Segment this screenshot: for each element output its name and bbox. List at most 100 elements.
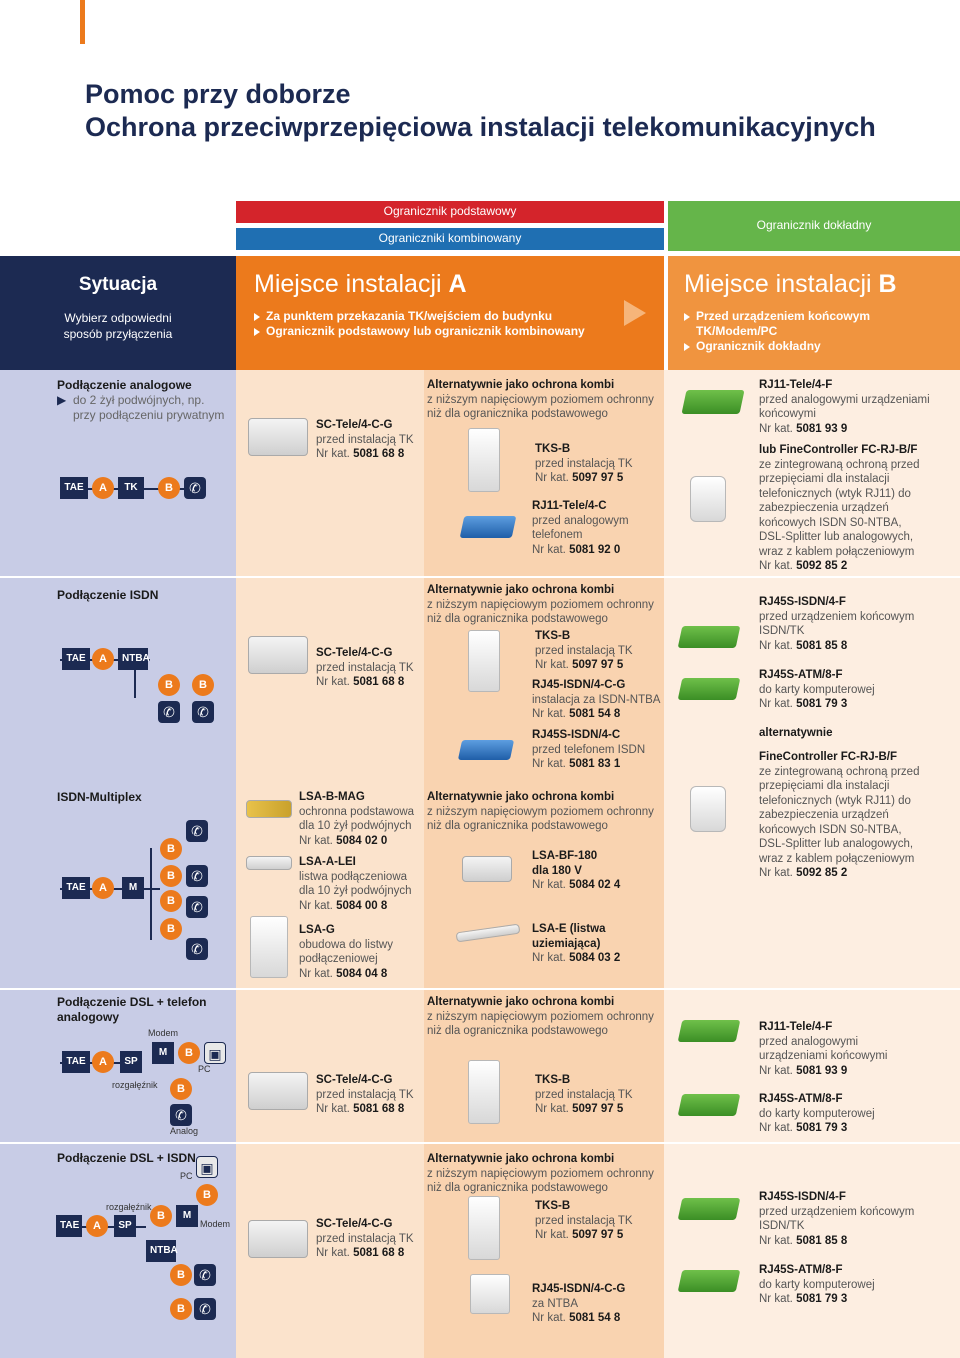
tae-box: TAE bbox=[62, 648, 90, 670]
sc-tele-image bbox=[248, 1072, 308, 1110]
node-b: B bbox=[170, 1298, 192, 1320]
phone-icon: ✆ bbox=[186, 820, 208, 842]
place-a-header: Miejsce instalacji A Za punktem przekaza… bbox=[236, 256, 664, 370]
node-b: B bbox=[160, 865, 182, 887]
rj11-f-image bbox=[677, 1020, 741, 1042]
row-dsl-isdn: Podłączenie DSL + ISDN TAE A SP rozgałęź… bbox=[0, 1144, 960, 1358]
analog-label: Analog bbox=[170, 1126, 199, 1136]
label-combined: Ograniczniki kombinowany bbox=[236, 228, 664, 250]
lsa-bf-image bbox=[462, 856, 512, 882]
accent-bar bbox=[80, 0, 85, 44]
phone-icon: ✆ bbox=[186, 865, 208, 887]
phone-icon: ✆ bbox=[186, 896, 208, 918]
finecontroller-image bbox=[690, 786, 726, 832]
sc-tele-image bbox=[248, 418, 308, 456]
rj45s-atm-image bbox=[677, 678, 741, 700]
phone-icon: ✆ bbox=[170, 1104, 192, 1126]
splitter-label: rozgałęźnik bbox=[106, 1202, 152, 1212]
pc-label: PC bbox=[180, 1171, 193, 1181]
rj45s-atm-image bbox=[677, 1270, 741, 1292]
ntba-box: NTBA bbox=[118, 648, 150, 670]
ntba-box: NTBA bbox=[146, 1240, 178, 1262]
node-b: B bbox=[196, 1184, 218, 1206]
phone-icon: ✆ bbox=[194, 1298, 216, 1320]
pc-label: PC bbox=[198, 1064, 211, 1074]
arrow-icon bbox=[624, 300, 646, 326]
row-analog: Podłączenie analogowe ▶do 2 żył podwójny… bbox=[0, 370, 960, 576]
node-b: B bbox=[170, 1078, 192, 1100]
node-b: B bbox=[160, 838, 182, 860]
row-title: Podłączenie ISDN bbox=[57, 588, 159, 602]
rj45s-f-image bbox=[677, 1198, 741, 1220]
modem-label: Modem bbox=[200, 1219, 231, 1229]
phone-icon: ✆ bbox=[194, 1264, 216, 1286]
place-b-header: Miejsce instalacji B Przed urządzeniem k… bbox=[668, 256, 960, 370]
place-b-bullet-1: Przed urządzeniem końcowym TK/Modem/PC bbox=[682, 309, 882, 339]
situation-header: Sytuacja Wybierz odpowiedni sposób przył… bbox=[0, 256, 236, 370]
tae-box: TAE bbox=[56, 1215, 82, 1237]
node-a: A bbox=[86, 1215, 108, 1237]
sp-box: SP bbox=[114, 1215, 136, 1237]
row-title: Podłączenie analogowe ▶do 2 żył podwójny… bbox=[57, 378, 225, 422]
node-a: A bbox=[92, 1051, 114, 1073]
sc-tele-image bbox=[248, 636, 308, 674]
rj45-isdn-image bbox=[470, 1274, 510, 1314]
tks-b-image bbox=[468, 428, 500, 492]
node-b: B bbox=[150, 1205, 172, 1227]
place-a-bullet-1: Za punktem przekazania TK/wejściem do bu… bbox=[252, 309, 664, 324]
row-multiplex: ISDN-Multiplex TAE A M B B B B ✆ ✆ ✆ ✆ L… bbox=[0, 751, 960, 990]
tk-box: TK bbox=[118, 477, 144, 499]
rj11-f-image bbox=[681, 390, 745, 414]
node-b: B bbox=[178, 1042, 200, 1064]
modem-label: Modem bbox=[148, 1028, 179, 1038]
place-a-bullet-2: Ogranicznik podstawowy lub ogranicznik k… bbox=[252, 324, 664, 339]
phone-icon: ✆ bbox=[186, 938, 208, 960]
row-isdn: Podłączenie ISDN TAE A NTBA B B ✆ ✆ SC-T… bbox=[0, 578, 960, 780]
tae-box: TAE bbox=[62, 877, 90, 899]
place-b-bullet-2: Ogranicznik dokładny bbox=[682, 339, 882, 354]
phone-icon: ✆ bbox=[158, 701, 180, 723]
node-a: A bbox=[92, 648, 114, 670]
place-a-title: Miejsce instalacji A bbox=[254, 270, 467, 298]
tks-b-image bbox=[468, 1060, 500, 1124]
m-box: M bbox=[176, 1205, 198, 1227]
row-title: ISDN-Multiplex bbox=[57, 790, 142, 804]
situation-sub: Wybierz odpowiedni sposób przyłączenia bbox=[63, 311, 173, 341]
lsa-g-image bbox=[250, 916, 288, 978]
alt-label: alternatywnie bbox=[759, 727, 833, 739]
m-box: M bbox=[122, 877, 144, 899]
rj45s-f-image bbox=[677, 626, 741, 648]
node-b: B bbox=[158, 477, 180, 499]
node-b: B bbox=[160, 918, 182, 940]
lsa-b-mag-image bbox=[246, 800, 292, 818]
node-b: B bbox=[160, 890, 182, 912]
finecontroller-image bbox=[690, 476, 726, 522]
node-a: A bbox=[92, 877, 114, 899]
